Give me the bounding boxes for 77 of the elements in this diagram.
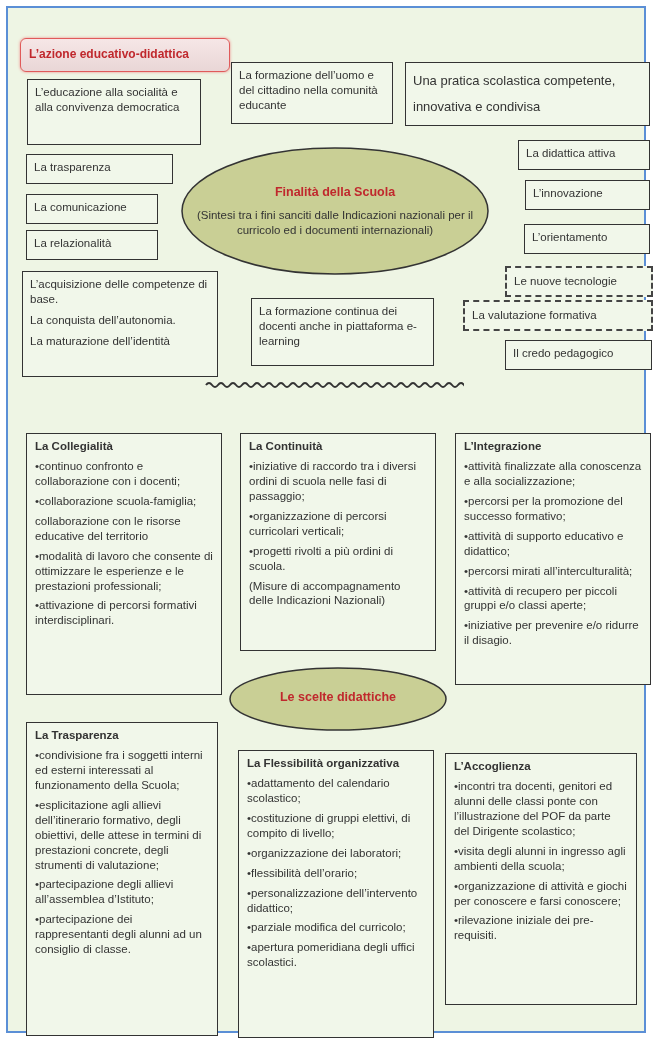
box-text: L’educazione alla socialità e alla convivenza democratica	[35, 85, 181, 115]
list-item: •modalità di lavoro che consente di ottimizzare le esperienze e le prestazioni professionali;	[35, 548, 213, 594]
outlined-box	[525, 180, 650, 210]
box-heading: La Flessibilità organizzativa	[247, 756, 401, 771]
outlined-box	[445, 753, 637, 1005]
box-text: La trasparenza	[34, 160, 112, 175]
outlined-box	[26, 433, 222, 695]
dashed-box	[505, 266, 653, 297]
outlined-box	[26, 154, 173, 184]
list-item: •percorsi per la promozione del successo formativo;	[464, 493, 624, 524]
list-item: •flessibilità dell’orario;	[247, 865, 359, 881]
list-item: •condivisione fra i soggetti interni ed esterni interessati al funzionamento della Scuola;	[35, 747, 204, 793]
box-text: La didattica attiva	[526, 146, 617, 161]
box-text: La valutazione formativa	[472, 308, 598, 323]
list-item: •apertura pomeridiana degli uffici scolastici.	[247, 940, 416, 971]
list-item: •collaborazione scuola-famiglia;	[35, 493, 198, 509]
list-item: •personalizzazione dell’intervento didattico;	[247, 885, 419, 916]
list-item: •parziale modifica del curricolo;	[247, 920, 407, 936]
box-heading: L’Integrazione	[464, 439, 543, 454]
list-item: •incontri tra docenti, genitori ed alunni delle classi ponte con l’illustrazione del POF da parte del Dirigente scolastico;	[454, 778, 614, 839]
outlined-box	[505, 340, 652, 370]
outlined-box	[26, 230, 158, 260]
outlined-box	[27, 79, 201, 145]
list-item: •costituzione di gruppi elettivi, di compito di livello;	[247, 810, 412, 841]
box-text: La formazione dell’uomo e del cittadino nella comunità educante	[239, 68, 379, 113]
box-heading: La Trasparenza	[35, 728, 120, 743]
title-text: L’azione educativo-didattica	[29, 47, 191, 63]
outlined-box	[240, 433, 436, 651]
list-item: •attività di supporto educativo e didattico;	[464, 528, 625, 559]
list-item: •progetti rivolti a più ordini di scuola.	[249, 543, 394, 574]
box-text: La maturazione dell’identità	[30, 333, 171, 349]
list-item: •adattamento del calendario scolastico;	[247, 775, 391, 806]
box-heading: La Collegialità	[35, 439, 114, 454]
box-text: Una pratica scolastica competente, innovativa e condivisa	[413, 72, 617, 116]
list-item: •attività finalizzate alla conoscenza e alla socializzazione;	[464, 458, 642, 489]
outlined-box	[455, 433, 651, 685]
box-text: L’acquisizione delle competenze di base.	[30, 277, 209, 307]
outlined-box	[26, 194, 158, 224]
box-text: La conquista dell’autonomia.	[30, 312, 177, 328]
title-tab	[20, 38, 230, 72]
box-text: La relazionalità	[34, 236, 113, 251]
box-text: L’innovazione	[533, 186, 604, 201]
outlined-box	[524, 224, 650, 254]
outlined-box	[238, 750, 434, 1038]
list-item: •attività di recupero per piccoli gruppi e/o classi aperte;	[464, 583, 618, 614]
box-heading: La Continuità	[249, 439, 324, 454]
list-item: •organizzazione di attività e giochi per conoscere e farsi conoscere;	[454, 878, 628, 909]
outlined-box	[405, 62, 650, 126]
list-item: •rilevazione iniziale dei pre-requisiti.	[454, 913, 595, 944]
list-item: •continuo confronto e collaborazione con i docenti;	[35, 458, 182, 489]
list-item: •organizzazione di percorsi curricolari verticali;	[249, 508, 388, 539]
list-item: •percorsi mirati all’interculturalità;	[464, 563, 634, 579]
ellipse-title: Le scelte didattiche	[280, 688, 396, 706]
list-item: •attivazione di percorsi formativi interdisciplinari.	[35, 598, 198, 629]
list-item: •partecipazione degli allievi all’assemblea d’Istituto;	[35, 877, 175, 908]
dashed-box	[463, 300, 653, 331]
list-item: (Misure di accompagnamento delle Indicazioni Nazionali)	[249, 578, 402, 609]
box-text: Il credo pedagogico	[513, 346, 615, 361]
list-item: •iniziative di raccordo tra i diversi ordini di scuola nelle fasi di passaggio;	[249, 458, 417, 504]
outlined-box	[22, 271, 218, 377]
list-item: •partecipazione dei rappresentanti degli alunni ad un consiglio di classe.	[35, 912, 203, 958]
box-text: Le nuove tecnologie	[514, 274, 618, 289]
box-text: La formazione continua dei docenti anche in piattaforma e-learning	[259, 304, 418, 349]
list-item: •visita degli alunni in ingresso agli ambienti della scuola;	[454, 843, 627, 874]
outlined-box	[518, 140, 650, 170]
box-text: La comunicazione	[34, 200, 128, 215]
list-item: •organizzazione dei laboratori;	[247, 845, 403, 861]
ellipse-title: Finalità della Scuola	[274, 183, 396, 201]
outlined-box	[251, 298, 434, 366]
ellipse-text: (Sintesi tra i fini sanciti dalle Indicazioni nazionali per il curricolo ed i documenti internazionali)	[195, 208, 475, 239]
list-item: •iniziative per prevenire e/o ridurre il disagio.	[464, 618, 640, 649]
box-heading: L’Accoglienza	[454, 759, 532, 774]
outlined-box	[26, 722, 218, 1036]
list-item: collaborazione con le risorse educative del territorio	[35, 513, 182, 544]
list-item: •esplicitazione agli allievi dell’itinerario formativo, degli obiettivi, delle attese in termini di prestazioni concrete, degli strumenti di valutazione;	[35, 797, 203, 873]
outlined-box	[231, 62, 393, 124]
box-text: L’orientamento	[532, 230, 609, 245]
